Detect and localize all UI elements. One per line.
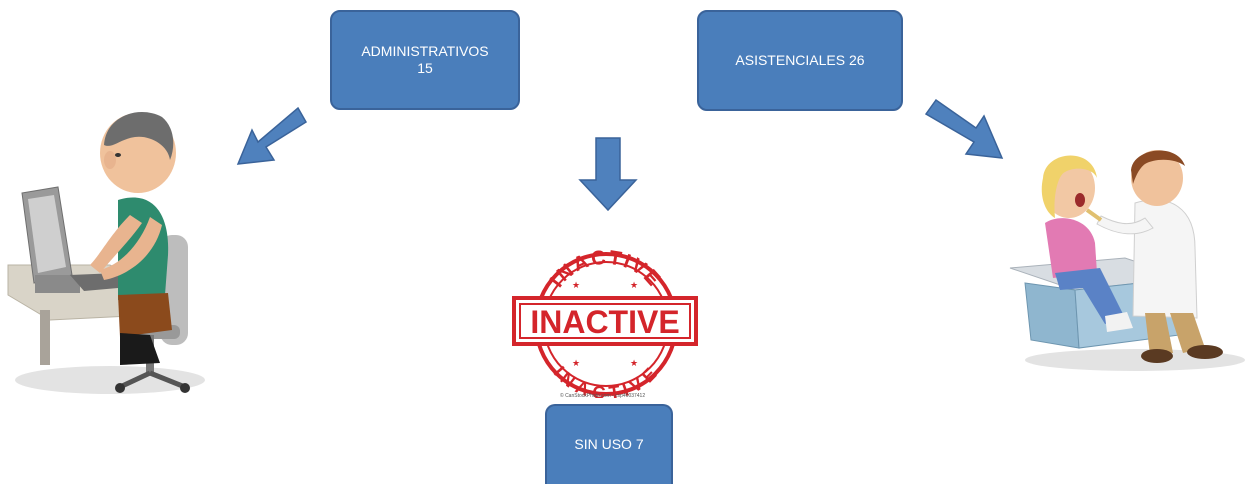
asistenciales-label: ASISTENCIALES 26 xyxy=(735,51,865,68)
arrow-down-right-icon xyxy=(924,98,1004,159)
svg-text:★: ★ xyxy=(630,359,638,369)
administrativos-count: 15 xyxy=(417,60,433,76)
stamp-credit: © CanStockPhoto.com - csp46037412 xyxy=(560,393,646,399)
doctor-patient-illustration xyxy=(1009,150,1245,371)
stamp-center-text: INACTIVE xyxy=(530,304,679,340)
man-at-computer-illustration xyxy=(7,112,205,394)
svg-text:★: ★ xyxy=(572,359,580,369)
svg-text:★: ★ xyxy=(572,281,580,291)
sin-uso-label: SIN USO 7 xyxy=(574,436,644,452)
sin-uso-box: SIN USO 7 xyxy=(545,404,673,484)
administrativos-label: ADMINISTRATIVOS xyxy=(361,42,489,59)
arrow-down-icon xyxy=(578,137,638,212)
asistenciales-box: ASISTENCIALES 26 xyxy=(697,10,903,111)
inactive-stamp: INACTIVE INACTIVE INACTIVE ★ ★ ★ ★ xyxy=(512,247,698,403)
administrativos-box: ADMINISTRATIVOS 15 xyxy=(330,10,520,110)
svg-text:★: ★ xyxy=(630,281,638,291)
arrow-down-left-icon xyxy=(236,106,308,165)
